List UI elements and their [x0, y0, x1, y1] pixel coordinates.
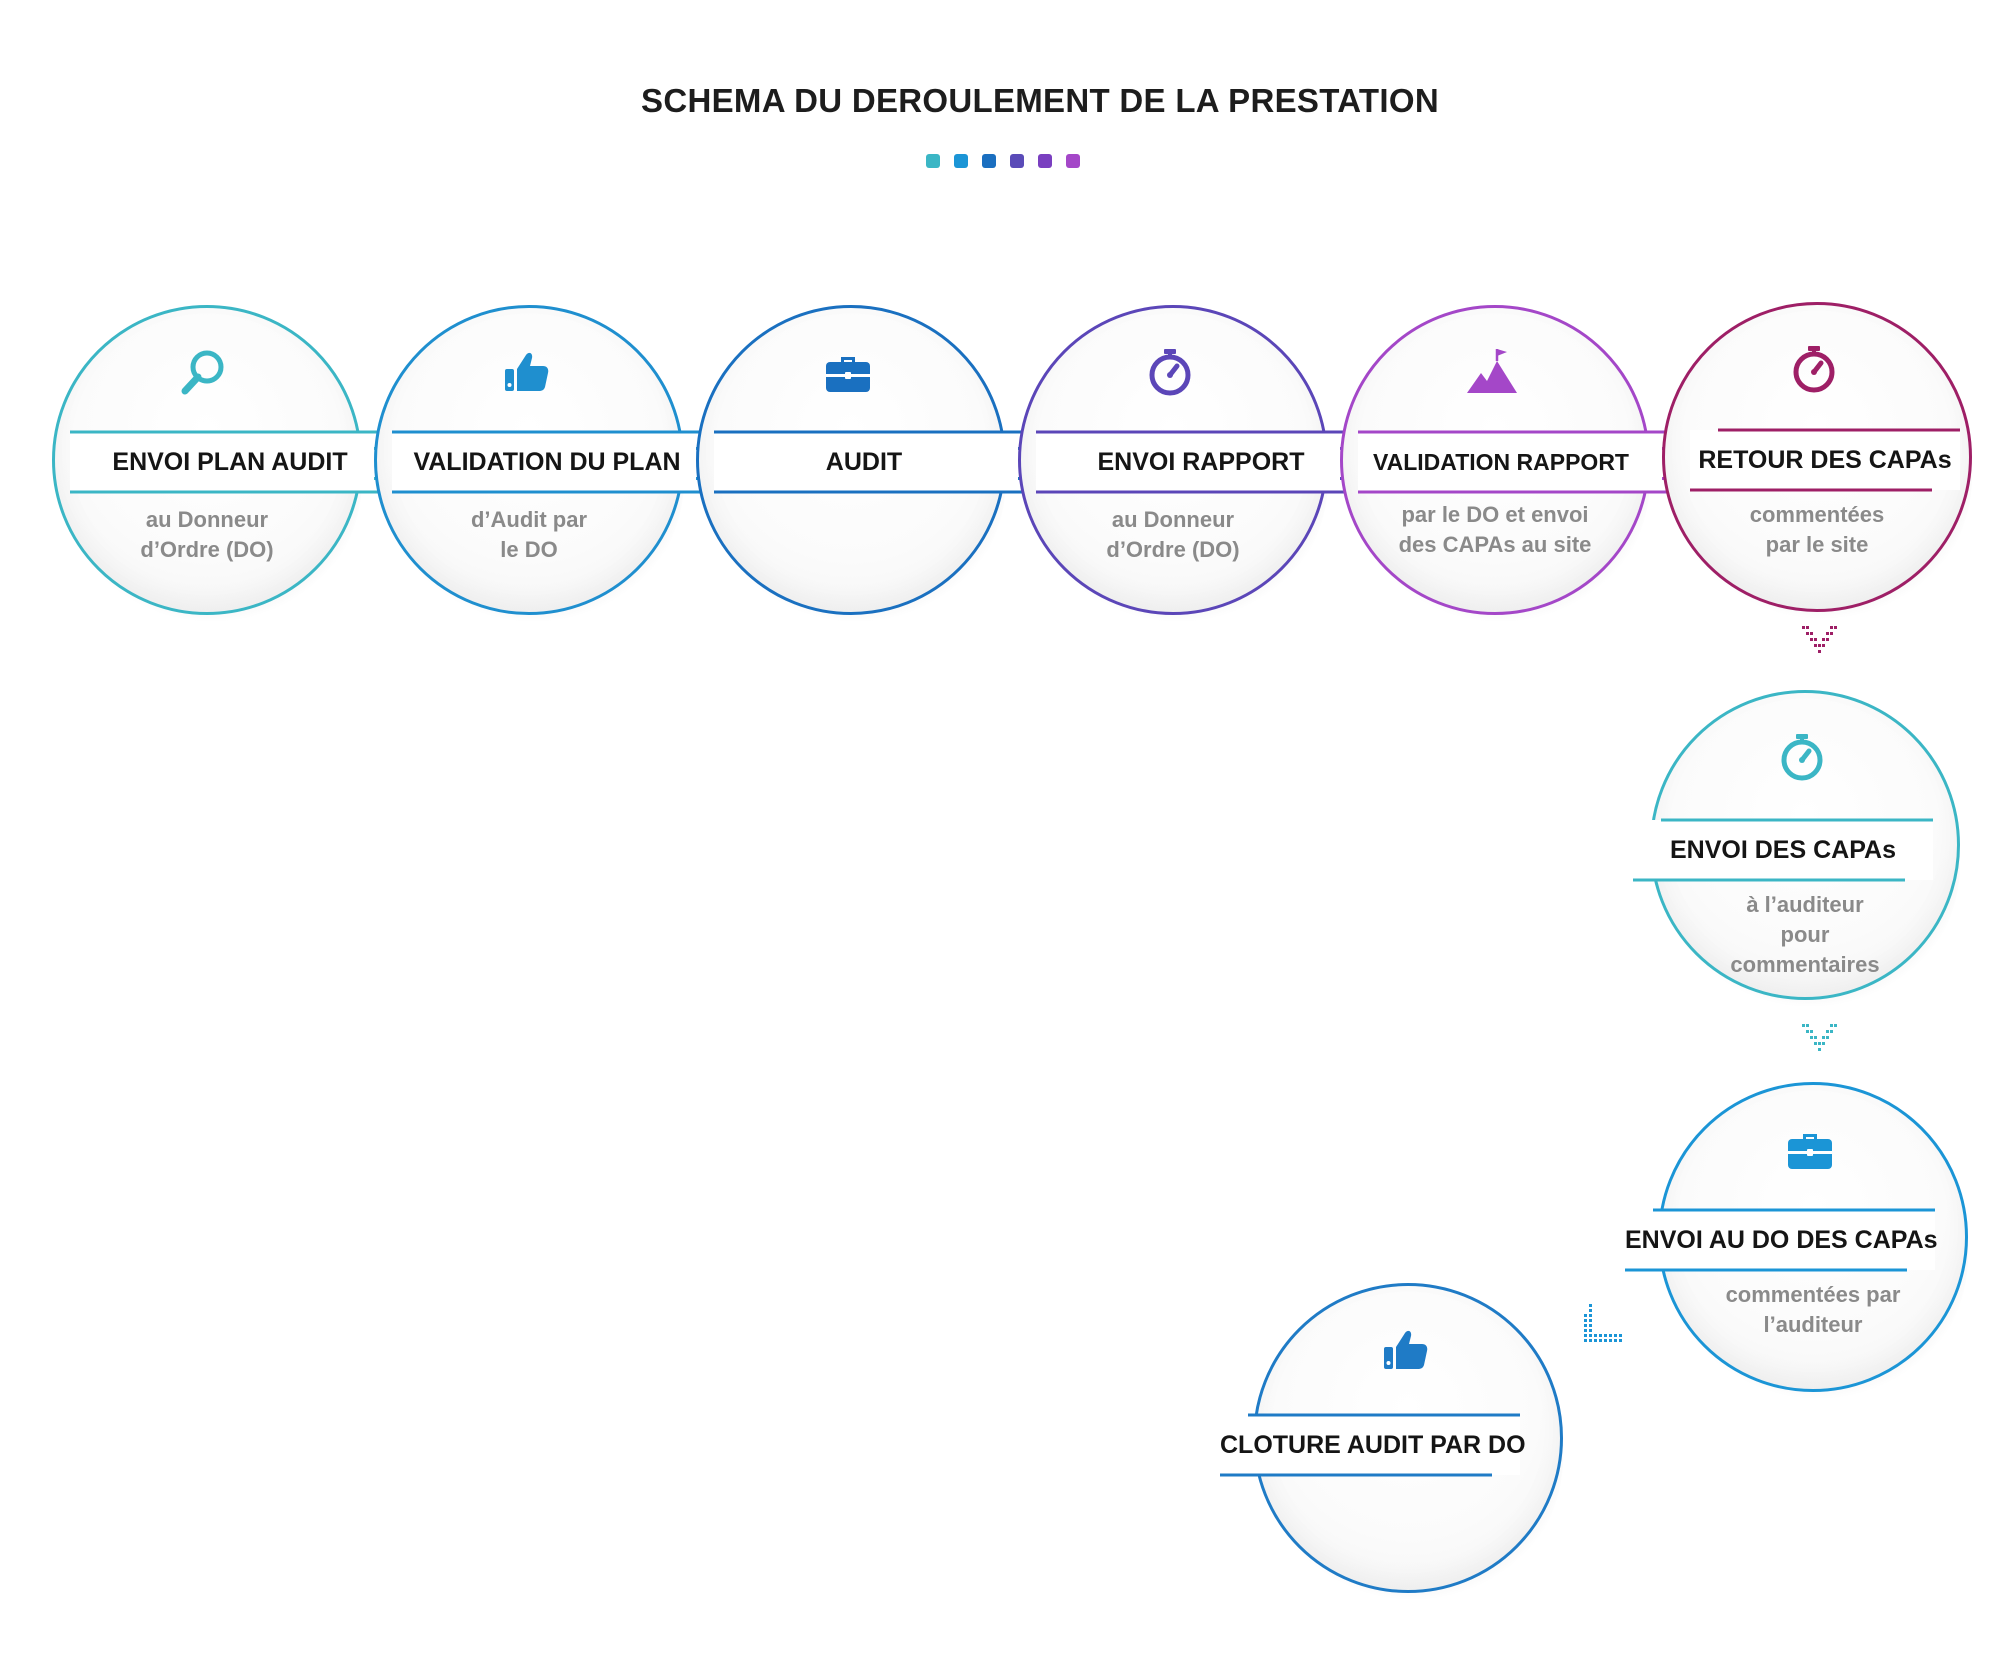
down-chevron-connector	[1802, 1024, 1837, 1051]
step-banner: ENVOI RAPPORT	[1036, 430, 1389, 494]
step-banner: RETOUR DES CAPAs	[1690, 428, 1960, 492]
step-banner: ENVOI AU DO DES CAPAs	[1625, 1208, 1938, 1272]
step-banner: ENVOI PLAN AUDIT	[70, 430, 423, 494]
title-dot	[954, 154, 968, 168]
stopwatch-icon	[1650, 730, 1954, 790]
step-banner: ENVOI DES CAPAs	[1633, 818, 1933, 882]
page-title: SCHEMA DU DEROULEMENT DE LA PRESTATION	[641, 82, 1439, 119]
title-dot	[1066, 154, 1080, 168]
diagonal-chevron-connector	[1584, 1304, 1622, 1342]
briefcase-icon	[1658, 1122, 1962, 1182]
search-icon	[52, 345, 356, 405]
step-label: CLOTURE AUDIT PAR DO	[1220, 1431, 1526, 1459]
step-label: AUDIT	[825, 448, 903, 476]
thumbs-up-icon	[1253, 1323, 1557, 1383]
title-dot	[926, 154, 940, 168]
step-label: RETOUR DES CAPAs	[1698, 446, 1952, 474]
step-banner: CLOTURE AUDIT PAR DO	[1220, 1413, 1526, 1477]
step-label: VALIDATION RAPPORT	[1373, 449, 1629, 475]
thumbs-up-icon	[374, 345, 678, 405]
briefcase-icon	[696, 345, 1000, 405]
stopwatch-icon	[1662, 342, 1966, 402]
step-label: ENVOI RAPPORT	[1097, 448, 1305, 476]
title-dot	[982, 154, 996, 168]
step-banner: AUDIT	[714, 430, 1067, 494]
step-banner: VALIDATION DU PLAN	[392, 430, 745, 494]
mountain-flag-icon	[1340, 345, 1644, 405]
step-banner: VALIDATION RAPPORT	[1358, 430, 1711, 494]
title-dot	[1038, 154, 1052, 168]
step-label: ENVOI AU DO DES CAPAs	[1625, 1226, 1938, 1254]
step-label: ENVOI PLAN AUDIT	[112, 448, 348, 476]
stopwatch-icon	[1018, 345, 1322, 405]
step-label: VALIDATION DU PLAN	[413, 448, 681, 476]
down-chevron-connector	[1802, 626, 1837, 653]
step-label: ENVOI DES CAPAs	[1670, 836, 1896, 864]
title-dot	[1010, 154, 1024, 168]
